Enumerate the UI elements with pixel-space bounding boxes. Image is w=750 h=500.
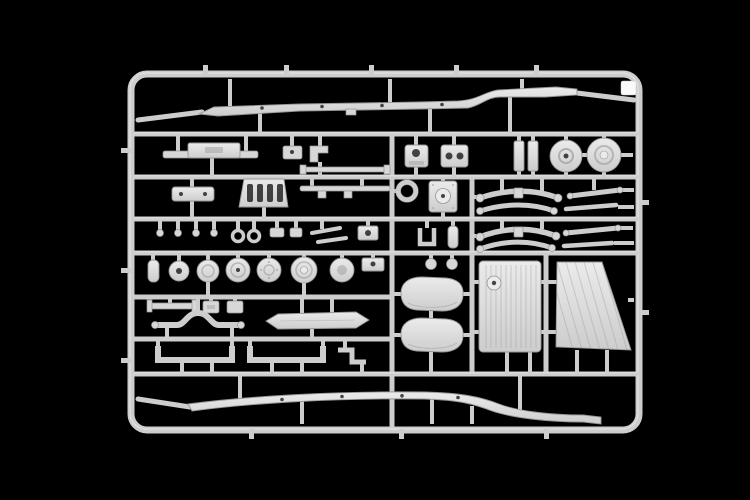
thin-rod <box>299 166 391 173</box>
fender-lower <box>400 317 464 353</box>
clevis-part <box>417 228 437 247</box>
chassis-rail-bottom <box>135 376 602 425</box>
spring-shackle-3 <box>563 225 621 236</box>
chassis-rail-bottom-part <box>187 391 602 425</box>
fenders <box>392 253 473 374</box>
leaf-spring-4 <box>477 239 555 252</box>
flat-bar <box>148 302 195 310</box>
wheel-hub-row <box>147 253 385 296</box>
knob-part <box>156 229 164 237</box>
flat-plate <box>171 186 215 202</box>
crossmember-row <box>162 134 539 178</box>
small-bracket <box>226 300 244 314</box>
radiator-panel <box>478 260 542 353</box>
front-axle <box>152 309 244 328</box>
small-ring <box>246 228 262 244</box>
small-fittings-row <box>156 219 459 249</box>
part-number-tab <box>620 80 637 96</box>
spring-shackle-1 <box>567 187 623 199</box>
radiator-panel-group <box>471 260 547 374</box>
cap-part <box>425 258 437 270</box>
canvas-cover-panel <box>555 261 632 351</box>
leaf-springs-upper <box>472 177 634 215</box>
sprue-frame <box>121 65 649 439</box>
wheel-hub-4 <box>256 257 282 283</box>
spring-shackle-4 <box>561 240 615 249</box>
side-plate-right <box>527 140 539 172</box>
outer-gate-stubs <box>121 65 649 439</box>
bumper-channels <box>155 339 366 374</box>
frame-highlight <box>129 72 639 430</box>
knob-part <box>210 229 218 237</box>
oblong-part <box>147 259 160 283</box>
chassis-rail-top <box>135 79 637 133</box>
small-ring <box>230 228 246 244</box>
wheel-hub-2 <box>196 259 220 283</box>
cap-part <box>446 258 458 270</box>
wheel-hub-6 <box>329 257 355 283</box>
step-bracket <box>338 347 366 365</box>
tie-rod <box>310 226 342 235</box>
tiny-block <box>269 227 285 238</box>
tiny-block <box>289 227 303 238</box>
side-plate-left <box>513 140 525 172</box>
knob-part <box>192 229 200 237</box>
ring-part <box>395 179 419 203</box>
frame-outline <box>127 70 643 434</box>
fender-upper <box>400 276 464 312</box>
l-bracket <box>309 145 329 163</box>
spring-shackle-2 <box>563 202 619 212</box>
small-bracket <box>202 300 220 314</box>
crossmember-plate <box>187 142 241 159</box>
bumper-channel-left <box>155 346 235 363</box>
knob-part <box>174 229 182 237</box>
cylinder-part <box>447 225 459 249</box>
brake-drums <box>549 134 633 178</box>
bumper-channel-right <box>247 346 326 363</box>
rail-tab <box>345 108 357 116</box>
leaf-springs-lower <box>472 219 634 253</box>
axle-blade-row <box>146 297 370 339</box>
thin-rod-2 <box>299 185 391 192</box>
leaf-spring-2 <box>477 202 557 214</box>
mount-bracket-double-hole <box>440 144 469 168</box>
canvas-cover-panel-group <box>546 261 634 374</box>
chassis-rail-top-part <box>197 86 578 117</box>
grille-row <box>171 177 458 220</box>
runner-grid <box>132 131 639 429</box>
tie-rod <box>316 236 348 244</box>
